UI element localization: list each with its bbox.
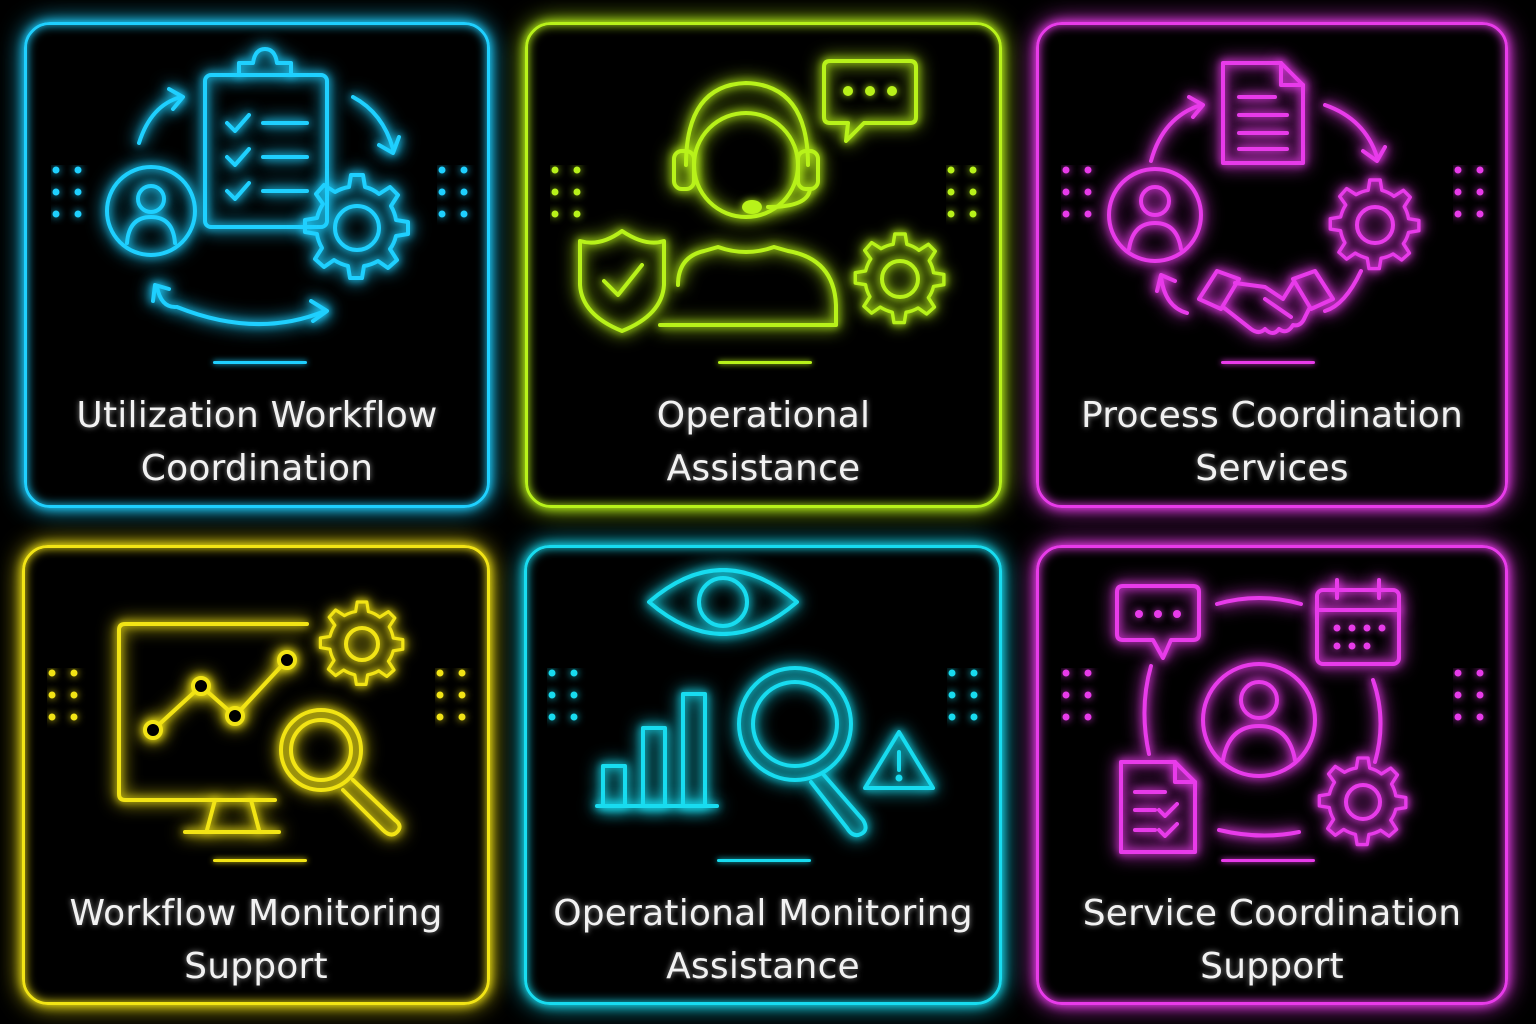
monitoring-insights-icon: [595, 568, 935, 838]
dots-decoration-left: [548, 669, 578, 721]
card-title: Process Coordination Services: [1039, 389, 1505, 495]
card-title-line1: Process Coordination: [1080, 395, 1464, 436]
card-title-line2: Support: [184, 946, 328, 987]
card-title-line2: Coordination: [140, 448, 374, 489]
card-title: Utilization Workflow Coordination: [27, 389, 487, 495]
card-workflow-monitoring-support[interactable]: Workflow Monitoring Support: [22, 545, 490, 1005]
dots-decoration-right: [436, 669, 466, 721]
title-divider: [1221, 859, 1315, 862]
title-divider: [717, 859, 811, 862]
title-divider: [1221, 361, 1315, 364]
card-title-line2: Support: [1200, 946, 1344, 987]
title-divider: [213, 361, 307, 364]
dots-decoration-left: [52, 166, 82, 218]
card-title-line1: Operational Monitoring: [553, 893, 973, 934]
card-title: Service Coordination Support: [1039, 887, 1505, 993]
card-title: Operational Monitoring Assistance: [527, 887, 999, 993]
dots-decoration-right: [1454, 669, 1484, 721]
title-divider: [213, 859, 307, 862]
card-title-line2: Assistance: [666, 448, 861, 489]
card-title-line1: Workflow Monitoring: [69, 893, 443, 934]
service-network-icon: [1115, 578, 1408, 854]
dots-decoration-left: [1062, 669, 1092, 721]
dots-decoration-left: [1062, 166, 1092, 218]
dots-decoration-right: [947, 166, 977, 218]
dots-decoration-left: [48, 669, 78, 721]
dots-decoration-right: [1454, 166, 1484, 218]
card-process-coordination-services[interactable]: Process Coordination Services: [1036, 22, 1508, 508]
title-divider: [718, 361, 812, 364]
dots-decoration-right: [948, 669, 978, 721]
card-operational-monitoring-assistance[interactable]: Operational Monitoring Assistance: [524, 545, 1002, 1005]
card-title: Workflow Monitoring Support: [25, 887, 487, 993]
process-cycle-icon: [1107, 61, 1421, 335]
card-utilization-workflow-coordination[interactable]: Utilization Workflow Coordination: [24, 22, 490, 508]
card-title-line2: Services: [1195, 448, 1349, 489]
card-service-coordination-support[interactable]: Service Coordination Support: [1036, 545, 1508, 1005]
card-title-line1: Service Coordination: [1082, 893, 1462, 934]
card-title-line1: Utilization Workflow: [76, 395, 438, 436]
workflow-cycle-icon: [105, 47, 410, 327]
card-operational-assistance[interactable]: Operational Assistance: [525, 22, 1002, 508]
monitor-analytics-icon: [117, 600, 405, 837]
card-title-line2: Assistance: [666, 946, 860, 987]
card-title-line1: Operational: [656, 395, 871, 436]
card-title: Operational Assistance: [528, 389, 999, 495]
dots-decoration-left: [551, 166, 581, 218]
support-agent-icon: [578, 59, 946, 333]
dots-decoration-right: [438, 166, 468, 218]
